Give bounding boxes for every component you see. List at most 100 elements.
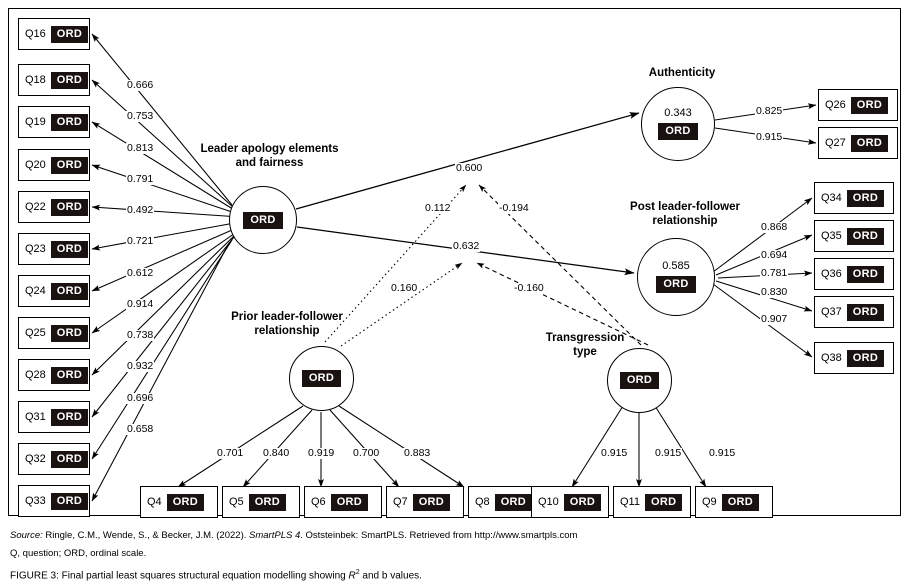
indicator-label: Q34: [821, 191, 842, 204]
indicator-box-q38[interactable]: Q38 ORD: [814, 342, 894, 374]
indicator-box-q5[interactable]: Q5 ORD: [222, 486, 300, 518]
indicator-label: Q26: [825, 98, 846, 111]
ord-badge: ORD: [243, 211, 283, 229]
loading-value-q8: 0.883: [403, 447, 432, 459]
indicator-box-q7[interactable]: Q7 ORD: [386, 486, 464, 518]
loading-arrows-leader-apology: [91, 33, 241, 502]
indicator-box-q22[interactable]: Q22 ORD: [18, 191, 90, 223]
structural-path-dashed: [476, 184, 649, 346]
construct-leader-apology[interactable]: ORD: [229, 186, 297, 254]
indicator-box-q24[interactable]: Q24 ORD: [18, 275, 90, 307]
ord-badge: ORD: [330, 493, 369, 511]
ord-badge: ORD: [563, 493, 602, 511]
indicator-box-q4[interactable]: Q4 ORD: [140, 486, 218, 518]
ord-badge: ORD: [166, 493, 205, 511]
loading-value-q11: 0.915: [654, 447, 683, 459]
loading-value-q26: 0.825: [755, 105, 784, 117]
indicator-box-q10[interactable]: Q10 ORD: [531, 486, 609, 518]
construct-authenticity[interactable]: 0.343 ORD: [641, 87, 715, 161]
indicator-label: Q8: [475, 495, 490, 508]
ord-badge: ORD: [412, 493, 451, 511]
loading-value-q18: 0.753: [126, 110, 155, 122]
ord-badge: ORD: [301, 370, 342, 387]
indicator-label: Q38: [821, 351, 842, 364]
path-coefficient-prior-to-authenticity: 0.112: [424, 202, 452, 214]
path-coefficient-apology-to-post: 0.632: [452, 240, 481, 252]
loading-value-q31: 0.932: [126, 360, 155, 372]
ord-badge: ORD: [846, 227, 885, 245]
indicator-box-q34[interactable]: Q34 ORD: [814, 182, 894, 214]
loading-value-q27: 0.915: [755, 131, 784, 143]
loading-value-q36: 0.781: [760, 267, 789, 279]
ord-badge: ORD: [50, 408, 89, 426]
indicator-box-q36[interactable]: Q36 ORD: [814, 258, 894, 290]
ord-badge: ORD: [658, 123, 698, 140]
indicator-label: Q24: [25, 284, 46, 297]
indicator-label: Q35: [821, 229, 842, 242]
construct-prior-relationship[interactable]: ORD: [289, 346, 354, 411]
r-squared-exponent: 2: [355, 569, 360, 576]
indicator-box-q25[interactable]: Q25 ORD: [18, 317, 90, 349]
indicator-label: Q27: [825, 136, 846, 149]
path-coefficient-prior-to-post: 0.160: [390, 282, 419, 294]
construct-post-relationship[interactable]: 0.585 ORD: [637, 238, 715, 316]
indicator-label: Q25: [25, 326, 46, 339]
indicator-box-q37[interactable]: Q37 ORD: [814, 296, 894, 328]
loading-value-q38: 0.907: [760, 313, 789, 325]
indicator-box-q28[interactable]: Q28 ORD: [18, 359, 90, 391]
ord-badge: ORD: [50, 366, 89, 384]
construct-title-prior-relationship: Prior leader-follower relationship: [231, 311, 343, 338]
source-text: Ringle, C.M., Wende, S., & Becker, J.M. …: [42, 530, 250, 541]
indicator-box-q20[interactable]: Q20 ORD: [18, 149, 90, 181]
loading-value-q6: 0.919: [307, 447, 336, 459]
indicator-box-q23[interactable]: Q23 ORD: [18, 233, 90, 265]
construct-title-leader-apology: Leader apology elements and fairness: [200, 143, 339, 170]
indicator-box-q11[interactable]: Q11 ORD: [613, 486, 691, 518]
loading-arrows-prior-relationship: [177, 405, 465, 488]
path-coefficient-apology-to-authenticity: 0.600: [455, 162, 484, 174]
indicator-box-q18[interactable]: Q18 ORD: [18, 64, 90, 96]
indicator-box-q9[interactable]: Q9 ORD: [695, 486, 773, 518]
loading-value-q4: 0.701: [216, 447, 245, 459]
construct-title-transgression-type: Transgression type: [545, 332, 625, 359]
source-tail: . Oststeinbek: SmartPLS. Retrieved from …: [300, 530, 578, 541]
source-line: Source: Ringle, C.M., Wende, S., & Becke…: [10, 530, 578, 542]
indicator-box-q26[interactable]: Q26 ORD: [818, 89, 898, 121]
indicator-label: Q22: [25, 200, 46, 213]
indicator-label: Q19: [25, 115, 46, 128]
ord-badge: ORD: [50, 198, 89, 216]
loading-value-q19: 0.813: [126, 142, 155, 154]
indicator-box-q35[interactable]: Q35 ORD: [814, 220, 894, 252]
indicator-box-q27[interactable]: Q27 ORD: [818, 127, 898, 159]
ord-badge: ORD: [846, 265, 885, 283]
ord-badge: ORD: [50, 492, 89, 510]
indicator-label: Q5: [229, 495, 244, 508]
indicator-box-q6[interactable]: Q6 ORD: [304, 486, 382, 518]
ord-badge: ORD: [50, 71, 89, 89]
indicator-box-q31[interactable]: Q31 ORD: [18, 401, 90, 433]
loading-value-q24: 0.612: [126, 267, 155, 279]
loading-value-q34: 0.868: [760, 221, 789, 233]
path-coefficient-transgression-to-post: -0.160: [513, 282, 545, 294]
indicator-label: Q7: [393, 495, 408, 508]
construct-transgression-type[interactable]: ORD: [607, 348, 672, 413]
ord-badge: ORD: [619, 372, 660, 389]
loading-value-q16: 0.666: [126, 79, 155, 91]
indicator-box-q33[interactable]: Q33 ORD: [18, 485, 90, 517]
loading-value-q20: 0.791: [126, 173, 155, 185]
figure-caption-part1: Final partial least squares structural e…: [58, 570, 349, 582]
indicator-box-q32[interactable]: Q32 ORD: [18, 443, 90, 475]
path-coefficient-transgression-to-authenticity: -0.194: [498, 202, 530, 214]
indicator-label: Q32: [25, 452, 46, 465]
loading-value-q5: 0.840: [262, 447, 291, 459]
ord-badge: ORD: [50, 25, 89, 43]
indicator-box-q16[interactable]: Q16 ORD: [18, 18, 90, 50]
indicator-label: Q18: [25, 73, 46, 86]
source-prefix: Source:: [10, 530, 43, 541]
indicator-label: Q4: [147, 495, 162, 508]
indicator-label: Q6: [311, 495, 326, 508]
r-symbol: R: [348, 570, 356, 582]
indicator-label: Q9: [702, 495, 717, 508]
indicator-label: Q33: [25, 494, 46, 507]
indicator-box-q19[interactable]: Q19 ORD: [18, 106, 90, 138]
